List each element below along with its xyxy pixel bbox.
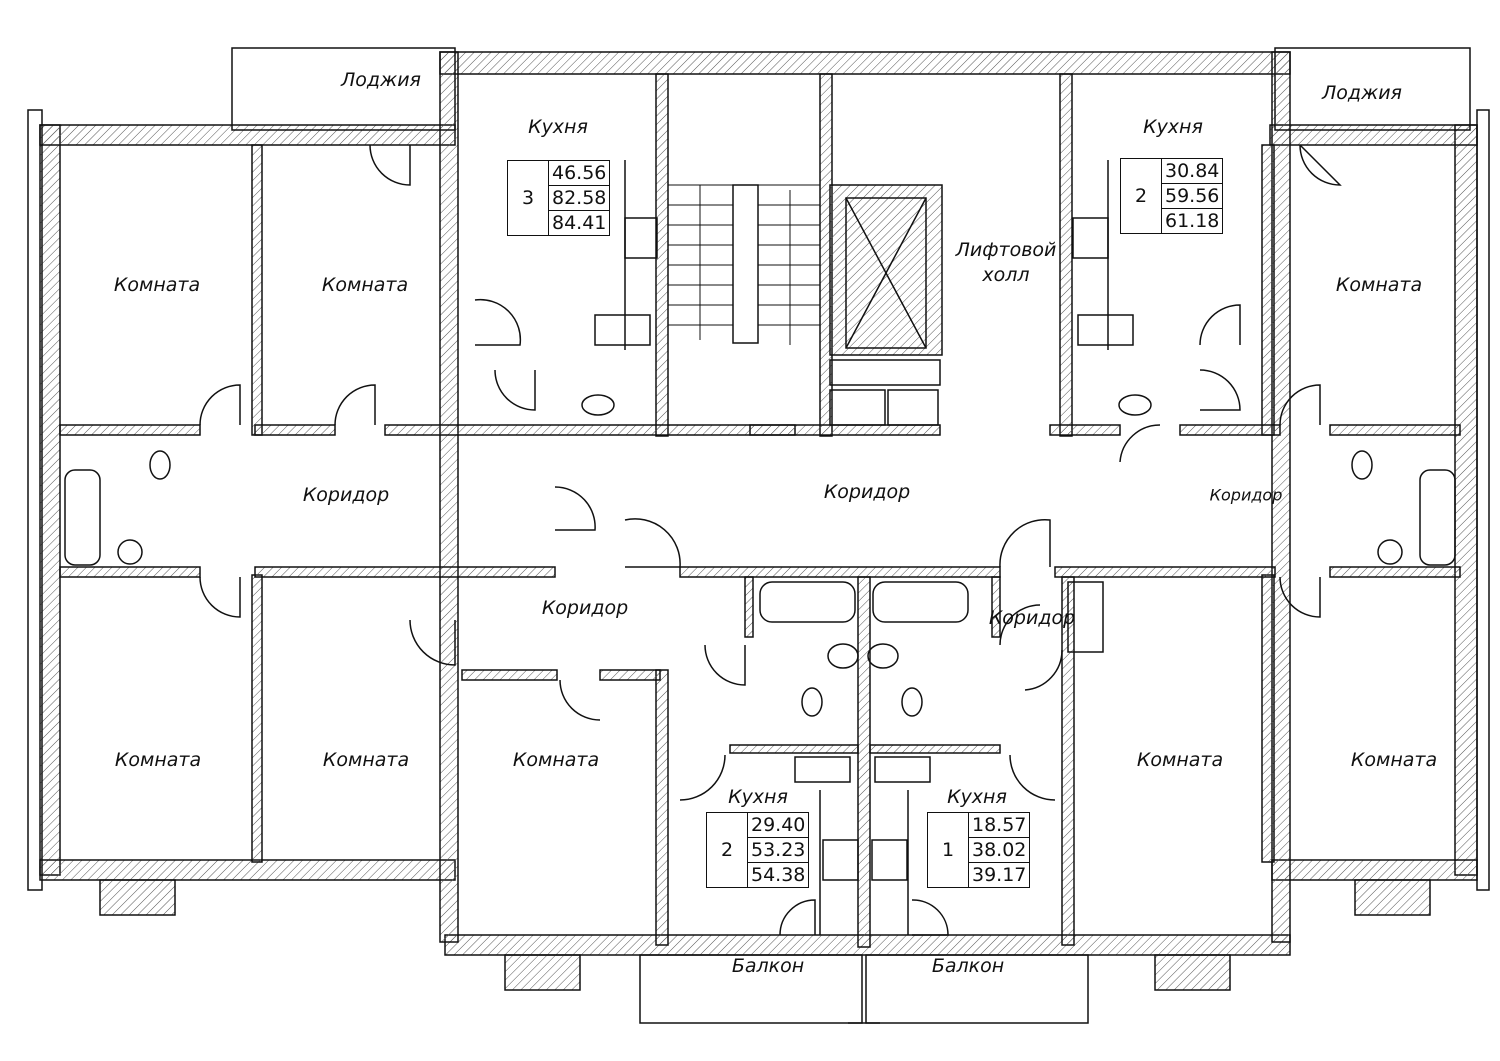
total-area-with-balcony: 84.41 — [552, 212, 607, 234]
room-label-loggia: Лоджия — [341, 69, 421, 91]
room-label-kitchen: Кухня — [728, 786, 788, 808]
total-area: 53.23 — [748, 838, 809, 863]
apartment-room-count: 2 — [707, 813, 748, 887]
total-area: 38.02 — [969, 838, 1030, 863]
room-label-room: Комната — [113, 274, 201, 296]
room-label-room: Комната — [1136, 749, 1224, 771]
living-area: 18.57 — [969, 813, 1030, 838]
room-label-room: Комната — [1350, 749, 1438, 771]
room-label-room: Комната — [114, 749, 202, 771]
apartment-room-count: 3 — [508, 161, 549, 235]
room-label-balcony: Балкон — [731, 955, 805, 977]
living-area: 30.84 — [1162, 159, 1223, 184]
room-label-lift-hall: холл — [982, 264, 1030, 286]
living-area: 46.56 — [549, 161, 610, 186]
room-label-room: Комната — [512, 749, 600, 771]
room-label-kitchen: Кухня — [947, 786, 1007, 808]
total-area-with-balcony: 54.38 — [751, 864, 806, 886]
total-area-with-balcony: 61.18 — [1165, 210, 1220, 232]
room-label-room: Комната — [322, 749, 410, 771]
room-label-corridor: Коридор — [823, 481, 911, 503]
total-area: 82.58 — [549, 186, 610, 211]
room-label-balcony: Балкон — [931, 955, 1005, 977]
room-label-kitchen: Кухня — [1143, 116, 1203, 138]
room-label-kitchen: Кухня — [528, 116, 588, 138]
room-label-corridor: Коридор — [541, 597, 629, 619]
total-area-with-balcony: 39.17 — [972, 864, 1027, 886]
room-label-corridor: Коридор — [302, 484, 390, 506]
room-label-room: Комната — [1335, 274, 1423, 296]
outlines — [27, 47, 1490, 1024]
room-label-lift-hall: Лифтовой — [955, 239, 1057, 261]
room-label-corridor: Коридор — [1209, 485, 1283, 505]
living-area: 29.40 — [748, 813, 809, 838]
room-label-corridor: Коридор — [988, 607, 1076, 629]
apartment-room-count: 1 — [928, 813, 969, 887]
room-label-loggia: Лоджия — [1322, 82, 1402, 104]
room-label-room: Комната — [321, 274, 409, 296]
total-area: 59.56 — [1162, 184, 1223, 209]
apartment-room-count: 2 — [1121, 159, 1162, 233]
